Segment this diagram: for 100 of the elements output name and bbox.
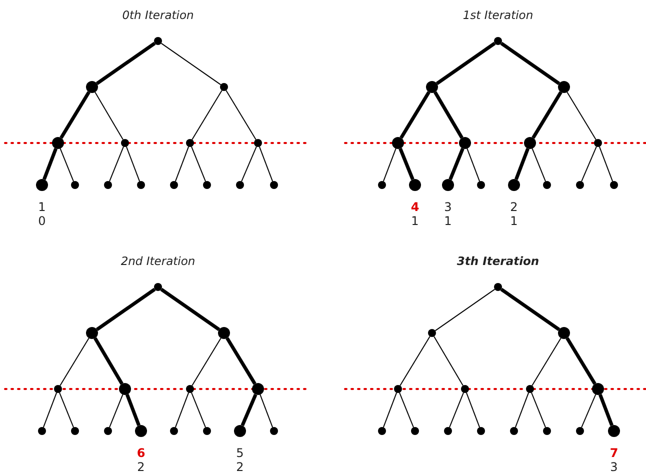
tree-node <box>86 327 98 339</box>
tree-node <box>203 181 211 189</box>
value-label: 2 <box>137 460 145 474</box>
value-label: 5 <box>236 446 244 460</box>
tree-node <box>234 425 246 437</box>
tree-edge <box>260 394 274 428</box>
tree-edge <box>60 91 90 139</box>
tree-edge <box>449 392 464 428</box>
tree-edge <box>500 288 560 331</box>
tree-node <box>494 283 502 291</box>
tree-node <box>558 81 570 93</box>
tree-node <box>170 427 178 435</box>
value-label: 1 <box>444 214 452 228</box>
tree-node <box>36 179 48 191</box>
value-label: 2 <box>236 460 244 474</box>
tree-edge <box>126 146 140 182</box>
tree-node <box>558 327 570 339</box>
tree-edge <box>96 42 156 85</box>
tree-edge <box>94 92 124 140</box>
tree-edge <box>226 337 256 385</box>
tree-edge <box>60 148 74 182</box>
tree-edge <box>532 148 546 182</box>
tree-edge <box>191 392 206 428</box>
tree-node <box>52 137 64 149</box>
tree-edge <box>434 91 464 139</box>
tree-edge <box>160 42 222 86</box>
tree-node <box>252 383 264 395</box>
tree-edge <box>109 394 124 428</box>
tree-edge <box>531 392 546 428</box>
tree-edge <box>466 392 480 428</box>
tree-node <box>378 181 386 189</box>
tree-edge <box>96 288 156 331</box>
tree-edge <box>191 146 206 182</box>
tree-edge <box>399 392 414 428</box>
tree-node <box>270 181 278 189</box>
tree-node <box>576 181 584 189</box>
value-label: 1 <box>411 214 419 228</box>
tree-edge <box>109 146 124 182</box>
value-label: 2 <box>510 200 518 214</box>
tree-edge <box>581 394 596 428</box>
tree-node <box>592 383 604 395</box>
tree-edge <box>514 148 530 180</box>
tree-node <box>477 181 485 189</box>
tree-node <box>254 139 262 147</box>
tree-edge <box>192 338 222 386</box>
value-label: 1 <box>38 200 46 214</box>
tree-edge <box>532 338 562 386</box>
tree-edge <box>126 394 140 426</box>
tree-node <box>378 427 386 435</box>
tree-edge <box>434 288 496 332</box>
tree-edge <box>59 392 74 428</box>
tree-node <box>104 427 112 435</box>
tree-edge <box>466 148 480 182</box>
tree-edge <box>241 146 257 182</box>
tree-node <box>394 385 402 393</box>
tree-node <box>137 181 145 189</box>
tree-edge <box>398 148 414 180</box>
tree-node <box>121 139 129 147</box>
value-label: 4 <box>410 200 420 214</box>
value-label: 3 <box>610 460 618 474</box>
tree-edge <box>192 90 222 140</box>
tree-node <box>576 427 584 435</box>
tree-node <box>426 81 438 93</box>
tree-edge <box>174 146 190 182</box>
value-label: 6 <box>136 446 146 460</box>
tree-node <box>236 181 244 189</box>
tree-node <box>428 329 436 337</box>
value-label: 1 <box>510 214 518 228</box>
tree-edge <box>174 392 190 428</box>
tree-node <box>526 385 534 393</box>
value-label: 3 <box>444 200 452 214</box>
tree-edge <box>500 42 560 85</box>
tree-node <box>186 385 194 393</box>
tree-node <box>508 179 520 191</box>
tree-node <box>477 427 485 435</box>
tree-edge <box>598 146 614 182</box>
tree-node <box>38 427 46 435</box>
tree-edge <box>581 146 597 182</box>
tree-edge <box>566 92 596 140</box>
tree-edge <box>400 336 430 386</box>
tree-node <box>186 139 194 147</box>
tree-edge <box>60 338 90 386</box>
tree-edge <box>514 392 530 428</box>
tree-node <box>444 427 452 435</box>
tree-node <box>154 283 162 291</box>
tree-node <box>510 427 518 435</box>
tree-node <box>442 179 454 191</box>
tree-node <box>608 425 620 437</box>
tree-node <box>392 137 404 149</box>
tree-edge <box>160 288 220 331</box>
tree-edge <box>94 337 124 385</box>
tree-edge <box>434 336 464 386</box>
tree-node <box>170 181 178 189</box>
tree-node <box>270 427 278 435</box>
tree-node <box>610 181 618 189</box>
tree-node <box>494 37 502 45</box>
panel-title: 1st Iteration <box>462 8 534 22</box>
tree-edge <box>400 91 430 139</box>
value-label: 7 <box>610 446 618 460</box>
tree-node <box>543 427 551 435</box>
